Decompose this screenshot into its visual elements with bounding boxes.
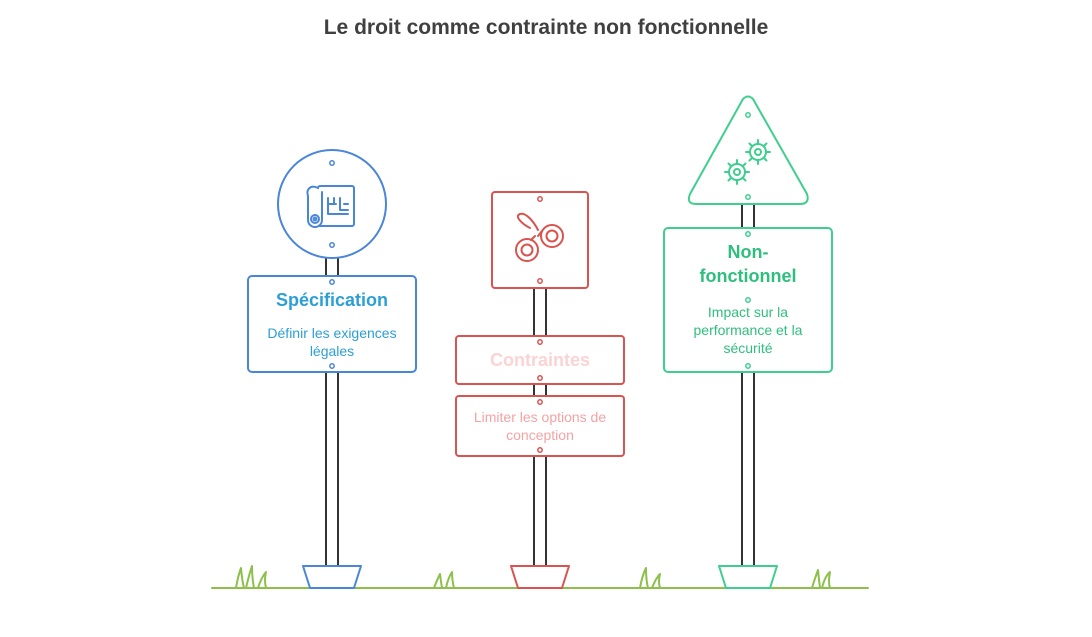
handcuffs-icon (515, 212, 564, 262)
pole-base (510, 565, 570, 589)
icon-sign-square (491, 191, 589, 289)
page-title: Le droit comme contrainte non fonctionne… (323, 16, 769, 39)
sign-desc-non-fonctionnel: Impact sur la performance et la sécurité (693, 304, 803, 356)
icon-sign-triangle (687, 95, 809, 205)
grass-tuft-2 (433, 571, 455, 589)
grass-tuft-4 (811, 569, 831, 589)
sign-desc-contraintes: Limiter les options de conception (473, 409, 607, 443)
spec-box (247, 275, 417, 373)
sign-title-specification: Spécification (275, 290, 389, 310)
contraintes-title-box (455, 335, 625, 385)
grass-tuft-1 (235, 565, 267, 589)
blueprint-icon (306, 185, 355, 228)
sign-desc-specification: Définir les exigences légales (267, 325, 397, 359)
contraintes-desc-box (455, 395, 625, 457)
grass-tuft-3 (639, 567, 661, 589)
pole-base (302, 565, 362, 589)
sign-non-fonctionnel (663, 95, 833, 589)
sign-specification (247, 149, 417, 589)
sign-title-contraintes: Contraintes (489, 350, 590, 370)
pole-base (718, 565, 778, 589)
gears-icon (724, 139, 771, 185)
sign-contraintes (455, 191, 625, 589)
sign-title-non-fonctionnel: Non-fonctionnel (699, 242, 797, 286)
